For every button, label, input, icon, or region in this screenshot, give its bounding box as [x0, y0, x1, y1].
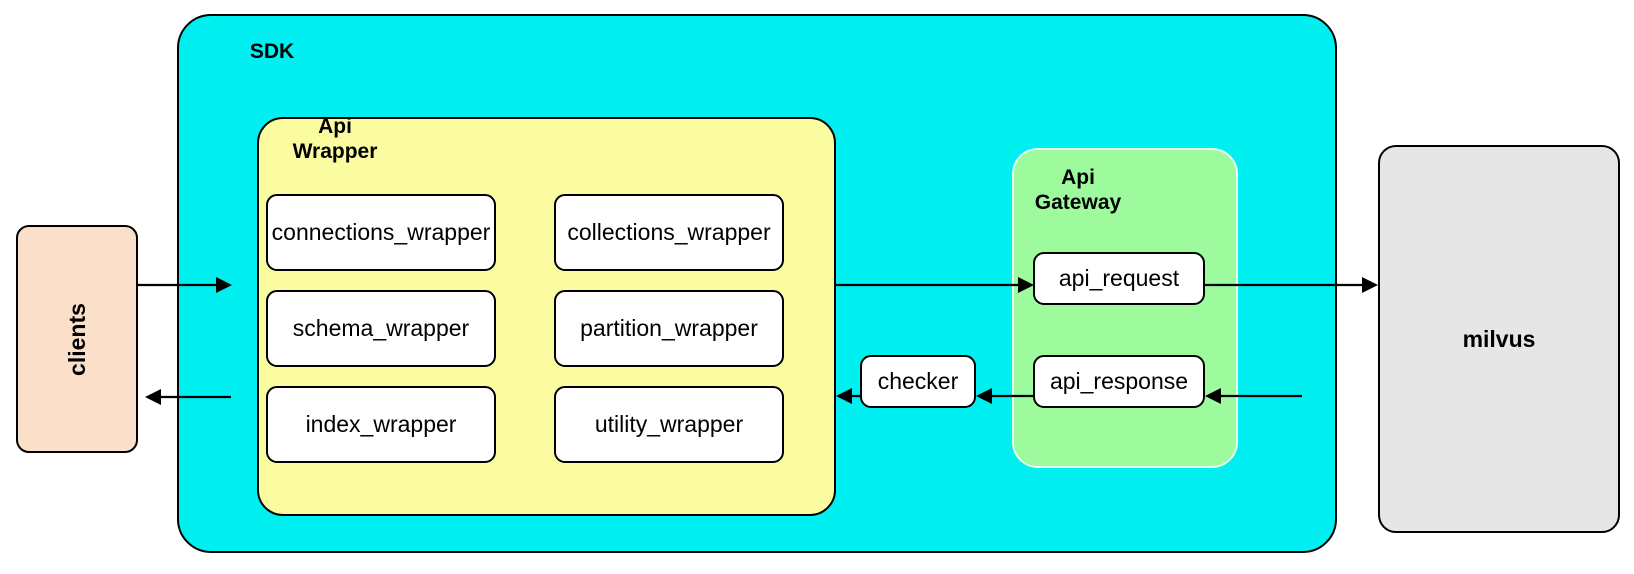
api-wrapper-title: Api Wrapper [292, 115, 378, 163]
api-gateway-container [1012, 148, 1238, 468]
module-label: schema_wrapper [292, 315, 470, 341]
module-label: utility_wrapper [594, 411, 744, 437]
gateway-api-request[interactable]: api_request [1033, 252, 1205, 305]
module-utility-wrapper[interactable]: utility_wrapper [554, 386, 784, 463]
gateway-module-label: api_response [1049, 368, 1189, 394]
arrow-api-response-to-checker [976, 388, 1033, 404]
module-label: partition_wrapper [580, 315, 758, 341]
gateway-api-response[interactable]: api_response [1033, 355, 1205, 408]
arrow-sdk-to-clients [145, 389, 231, 405]
module-index-wrapper[interactable]: index_wrapper [266, 386, 496, 463]
arrow-milvus-to-api-response [1205, 388, 1302, 404]
checker-label: checker [877, 368, 959, 394]
milvus-label: milvus [1462, 325, 1536, 352]
sdk-title: SDK [249, 40, 295, 63]
arrow-wrapper-to-api-request [836, 277, 1034, 293]
module-label: connections_wrapper [271, 219, 491, 245]
arrow-checker-to-wrapper [836, 388, 860, 404]
arrow-api-request-to-milvus [1205, 277, 1378, 293]
module-collections-wrapper[interactable]: collections_wrapper [554, 194, 784, 271]
clients-node[interactable]: clients [16, 225, 138, 453]
module-label: collections_wrapper [567, 219, 771, 245]
milvus-node[interactable]: milvus [1378, 145, 1620, 533]
api-gateway-title: Api Gateway [1034, 166, 1122, 214]
gateway-module-label: api_request [1058, 265, 1180, 291]
checker-node[interactable]: checker [860, 355, 976, 408]
module-partition-wrapper[interactable]: partition_wrapper [554, 290, 784, 367]
module-label: index_wrapper [305, 411, 457, 437]
module-connections-wrapper[interactable]: connections_wrapper [266, 194, 496, 271]
module-schema-wrapper[interactable]: schema_wrapper [266, 290, 496, 367]
arrow-clients-to-sdk [138, 277, 232, 293]
